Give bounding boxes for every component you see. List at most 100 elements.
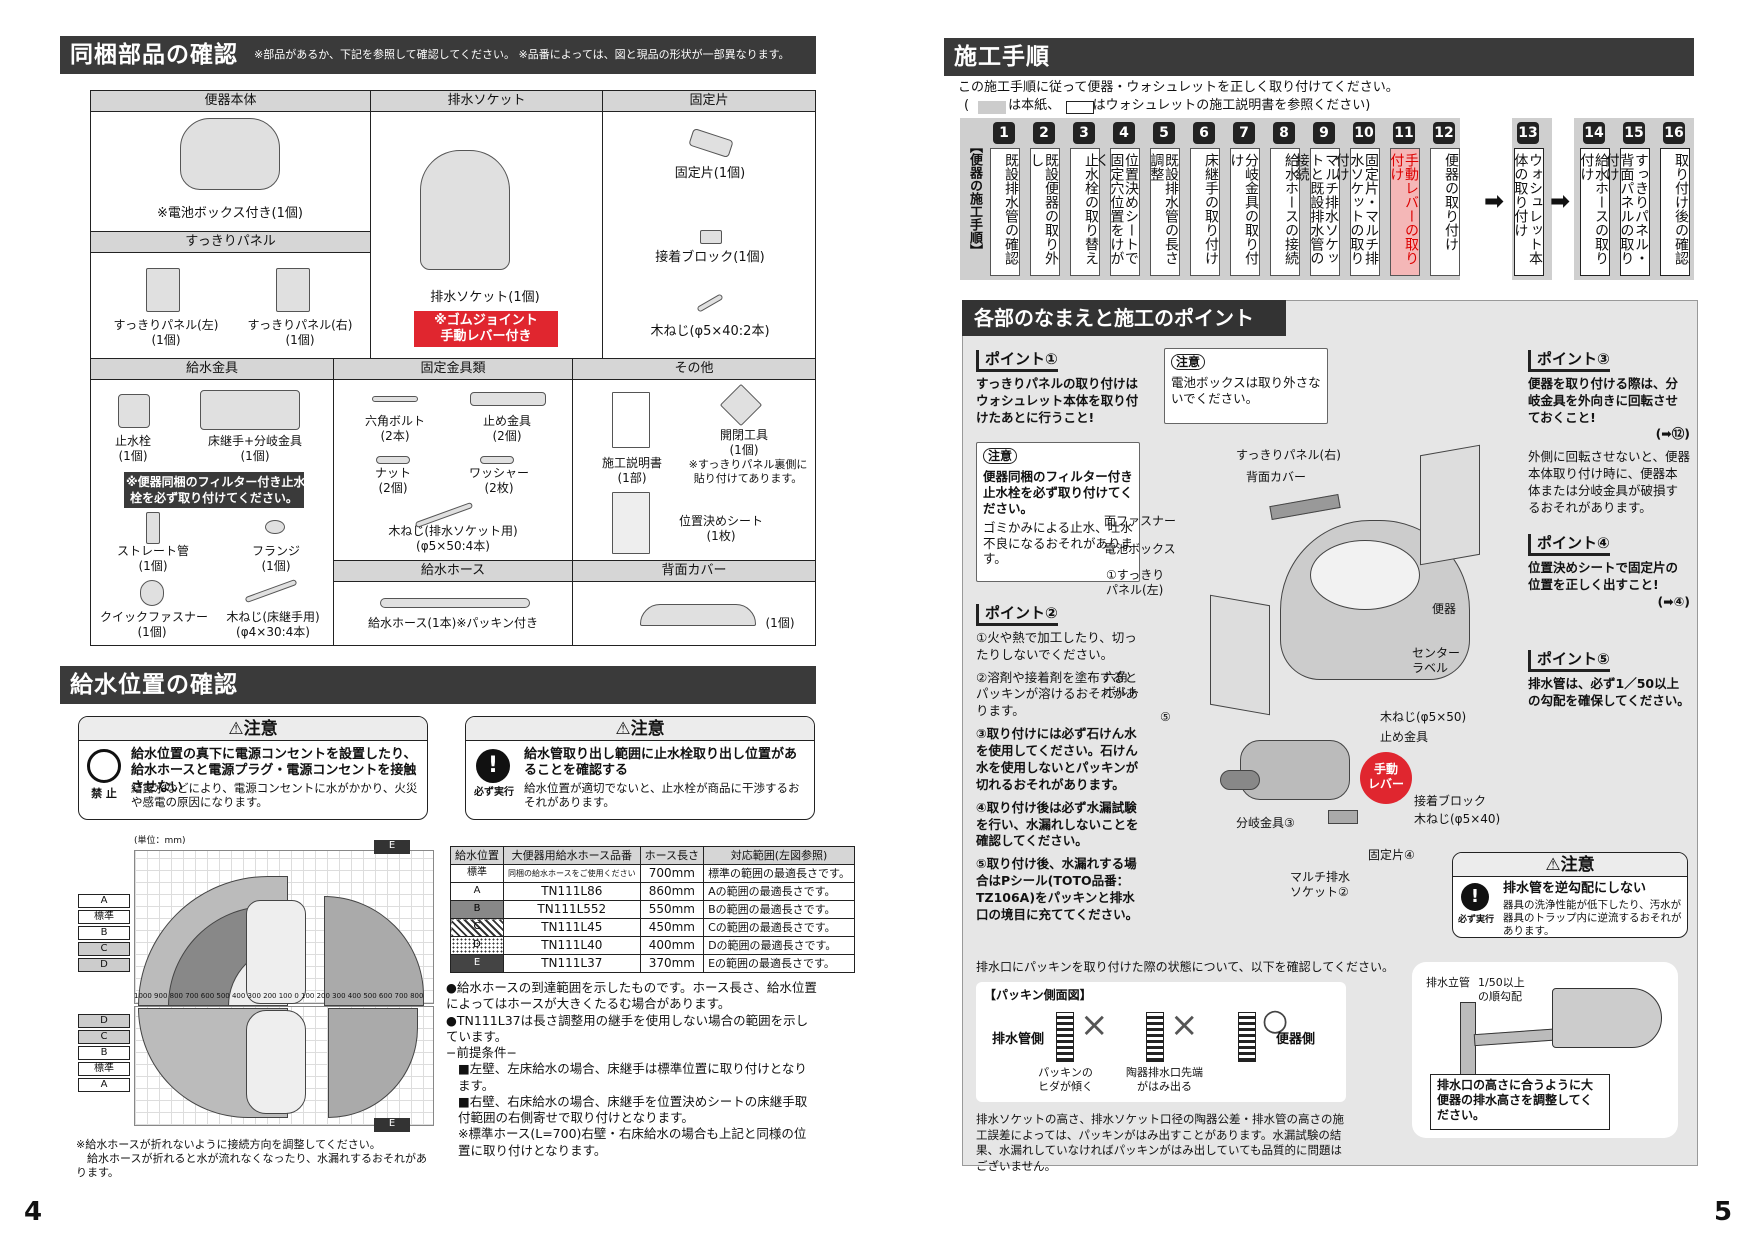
label-bowl: 便器 bbox=[1432, 602, 1457, 616]
step-2: 既設便器の取り外し bbox=[1028, 148, 1060, 276]
table-cell: A bbox=[450, 882, 504, 901]
caution1-main: 給水位置の真下に電源コンセントを設置したり、給水ホースと電源プラグ・電源コンセン… bbox=[131, 747, 417, 795]
step-number: 16 bbox=[1663, 122, 1685, 144]
quick-fastener-image bbox=[140, 580, 164, 606]
step-number: 13 bbox=[1517, 122, 1539, 144]
header-socket: 排水ソケット bbox=[370, 90, 603, 112]
quick-caption: クイックファスナー (1個) bbox=[100, 610, 209, 639]
step-8: 給水ホースの接続 bbox=[1270, 148, 1300, 276]
washer-caption: ワッシャー (2枚) bbox=[468, 466, 529, 495]
point-item: ①火や熱で加工したり、切ったりしないでください。 bbox=[976, 629, 1137, 662]
caution-battery: 注意 電池ボックスは取り外さないでください。 bbox=[1164, 348, 1328, 424]
step-12: 便器の取り付け bbox=[1430, 148, 1460, 276]
branch-fitting-shape bbox=[1220, 770, 1260, 790]
table-cell: B bbox=[450, 900, 504, 919]
table-header: 給水位置 bbox=[450, 846, 504, 865]
slope-note: 排水口の高さに合うように大便器の排水高さを調整してください。 bbox=[1430, 1074, 1610, 1130]
table-cell: E bbox=[450, 954, 504, 973]
packing-bad-1 bbox=[1056, 1012, 1074, 1062]
note-line: ●TN111L37は長さ調整用の継手を使用しない場合の範囲を示しています。 bbox=[446, 1012, 809, 1044]
table-cell: TN111L552 bbox=[503, 900, 641, 919]
section-title: 施工手順 bbox=[954, 43, 1050, 70]
sheet-caption: 位置決めシート (1枚) bbox=[678, 514, 763, 543]
procedure-intro: この施工手順に従って便器・ウォシュレットを正しく取り付けてください。 bbox=[958, 80, 1399, 95]
toilet-seat-shape bbox=[1310, 540, 1420, 610]
cross-icon: × bbox=[1170, 1005, 1199, 1045]
label-block: 接着ブロック bbox=[1414, 794, 1487, 808]
fastener-shape bbox=[1269, 494, 1341, 520]
table-cell: Eの範囲の最適長さです。 bbox=[703, 954, 855, 973]
label-panel-right: すっきりパネル(右) bbox=[1236, 448, 1341, 462]
supply-black-note: ※便器同梱のフィルター付き止水 栓を必ず取り付けてください。 bbox=[124, 472, 305, 508]
range-label: C bbox=[78, 1030, 130, 1044]
point-ref: (➡⑫) bbox=[1655, 426, 1690, 442]
range-label: B bbox=[78, 926, 130, 940]
label-fixpiece: 固定片④ bbox=[1368, 848, 1415, 862]
note-line: ●給水ホースの到達範囲を示したものです。ホース長さ、給水位置によってはホースが大… bbox=[446, 980, 817, 1012]
step-number: 6 bbox=[1193, 122, 1215, 144]
point-item: ③取り付けには必ず石けん水を使用してください。石けん水を使用しないとパッキンが切… bbox=[976, 726, 1139, 792]
drain-socket-shape bbox=[1240, 740, 1350, 800]
range-label: A bbox=[78, 894, 130, 908]
point-body: ①火や熱で加工したり、切ったりしないでください。②溶剤や接着剤を塗布するとパッキ… bbox=[976, 630, 1146, 924]
tool-note: ※すっきりパネル裏側に 貼り付けてあります。 bbox=[688, 458, 808, 485]
point-body-2: 外側に回転させないと、便器本体取り付け時に、便器本体または分岐金具が破損するおそ… bbox=[1528, 449, 1691, 515]
exploded-diagram bbox=[1160, 440, 1490, 940]
table-cell: 550mm bbox=[639, 900, 705, 919]
packing-pipe-label: 排水管側 bbox=[992, 1032, 1045, 1047]
caution-head: ⚠注意 bbox=[1453, 853, 1687, 877]
packing-title: 【パッキン側面図】 bbox=[984, 988, 1092, 1002]
caution2-main: 給水管取り出し範囲に止水栓取り出し位置があることを確認する bbox=[524, 747, 798, 779]
caution-head: ⚠注意 bbox=[466, 717, 814, 741]
note-line: ■左壁、左床給水の場合、床継手は標準位置に取り付けとなります。 bbox=[458, 1061, 807, 1093]
toilet-side-shape bbox=[1552, 988, 1662, 1048]
caution-tag: 注意 bbox=[983, 448, 1018, 464]
legend-gray-swatch bbox=[978, 101, 1006, 114]
table-cell: 450mm bbox=[639, 918, 705, 937]
point-2: ポイント② ①火や熱で加工したり、切ったりしないでください。②溶剤や接着剤を塗布… bbox=[976, 604, 1146, 930]
step-number: 1 bbox=[993, 122, 1015, 144]
socket-red-note: ※ゴムジョイント 手動レバー付き bbox=[414, 311, 558, 347]
label-5: ⑤ bbox=[1160, 710, 1171, 724]
mandatory-label: 必ず実行 bbox=[1457, 915, 1494, 925]
step-number: 12 bbox=[1433, 122, 1455, 144]
table-cell: D bbox=[450, 936, 504, 955]
procedure-legend: ( は本紙、 はウォシュレットの施工説明書を参照ください) bbox=[964, 98, 1371, 113]
step-16: 取り付け後の確認 bbox=[1660, 148, 1690, 276]
hose-image bbox=[380, 598, 530, 608]
table-cell: 同梱の給水ホースをご使用ください bbox=[503, 864, 641, 883]
label-hexbolt: 六角 ボルト bbox=[1104, 670, 1141, 699]
screw-caption: 木ねじ(φ5×40:2本) bbox=[650, 324, 770, 339]
step-9: マルチ排水ソケットと既設排水管の接続 bbox=[1294, 148, 1340, 276]
tool-caption: 開閉工具 (1個) bbox=[719, 428, 768, 457]
caution-text-2: ゴミかみによる止水、吐水不良になるおそれがあります。 bbox=[983, 520, 1134, 567]
step-5: 既設排水管の長さ調整 bbox=[1148, 148, 1180, 276]
step-11: 手動レバーの取り付け bbox=[1388, 148, 1420, 276]
caution-text: 電池ボックスは取り外さないでください。 bbox=[1171, 375, 1321, 406]
header-body: 便器本体 bbox=[90, 90, 371, 112]
caution-slope: ⚠注意 ! 必ず実行 排水管を逆勾配にしない 器具の洗浄性能が低下したり、汚水が… bbox=[1452, 852, 1688, 938]
manual-caption: 施工説明書 (1部) bbox=[601, 456, 662, 485]
hexbolt-caption: 六角ボルト (2本) bbox=[364, 414, 425, 443]
section-note: ※部品があるか、下記を参照して確認してください。 ※品番によっては、図と現品の形… bbox=[254, 48, 790, 62]
back-cover-image bbox=[640, 604, 756, 626]
step-number: 5 bbox=[1153, 122, 1175, 144]
packing-bad1-caption: パッキンの ヒダが傾く bbox=[1038, 1066, 1093, 1093]
panel-right-image bbox=[276, 268, 310, 312]
table-cell: Aの範囲の最適長さです。 bbox=[703, 882, 855, 901]
mandatory-icon: ! bbox=[1461, 883, 1489, 911]
label-e-bottom: E bbox=[374, 1118, 410, 1132]
range-label: B bbox=[78, 1046, 130, 1060]
point-body: 位置決めシートで固定片の位置を正しく出すこと! bbox=[1528, 559, 1679, 592]
table-cell: Bの範囲の最適長さです。 bbox=[703, 900, 855, 919]
procedure-side-label: 【便器の施工手順】 bbox=[967, 140, 982, 257]
table-header: 大便器用給水ホース品番 bbox=[503, 846, 641, 865]
label-panel-left: ①すっきり パネル(左) bbox=[1106, 568, 1165, 597]
range-label: D bbox=[78, 1014, 130, 1028]
caution1-sub: 結露水などにより、電源コンセントに水がかかり、火災や感電の原因になります。 bbox=[131, 781, 418, 810]
